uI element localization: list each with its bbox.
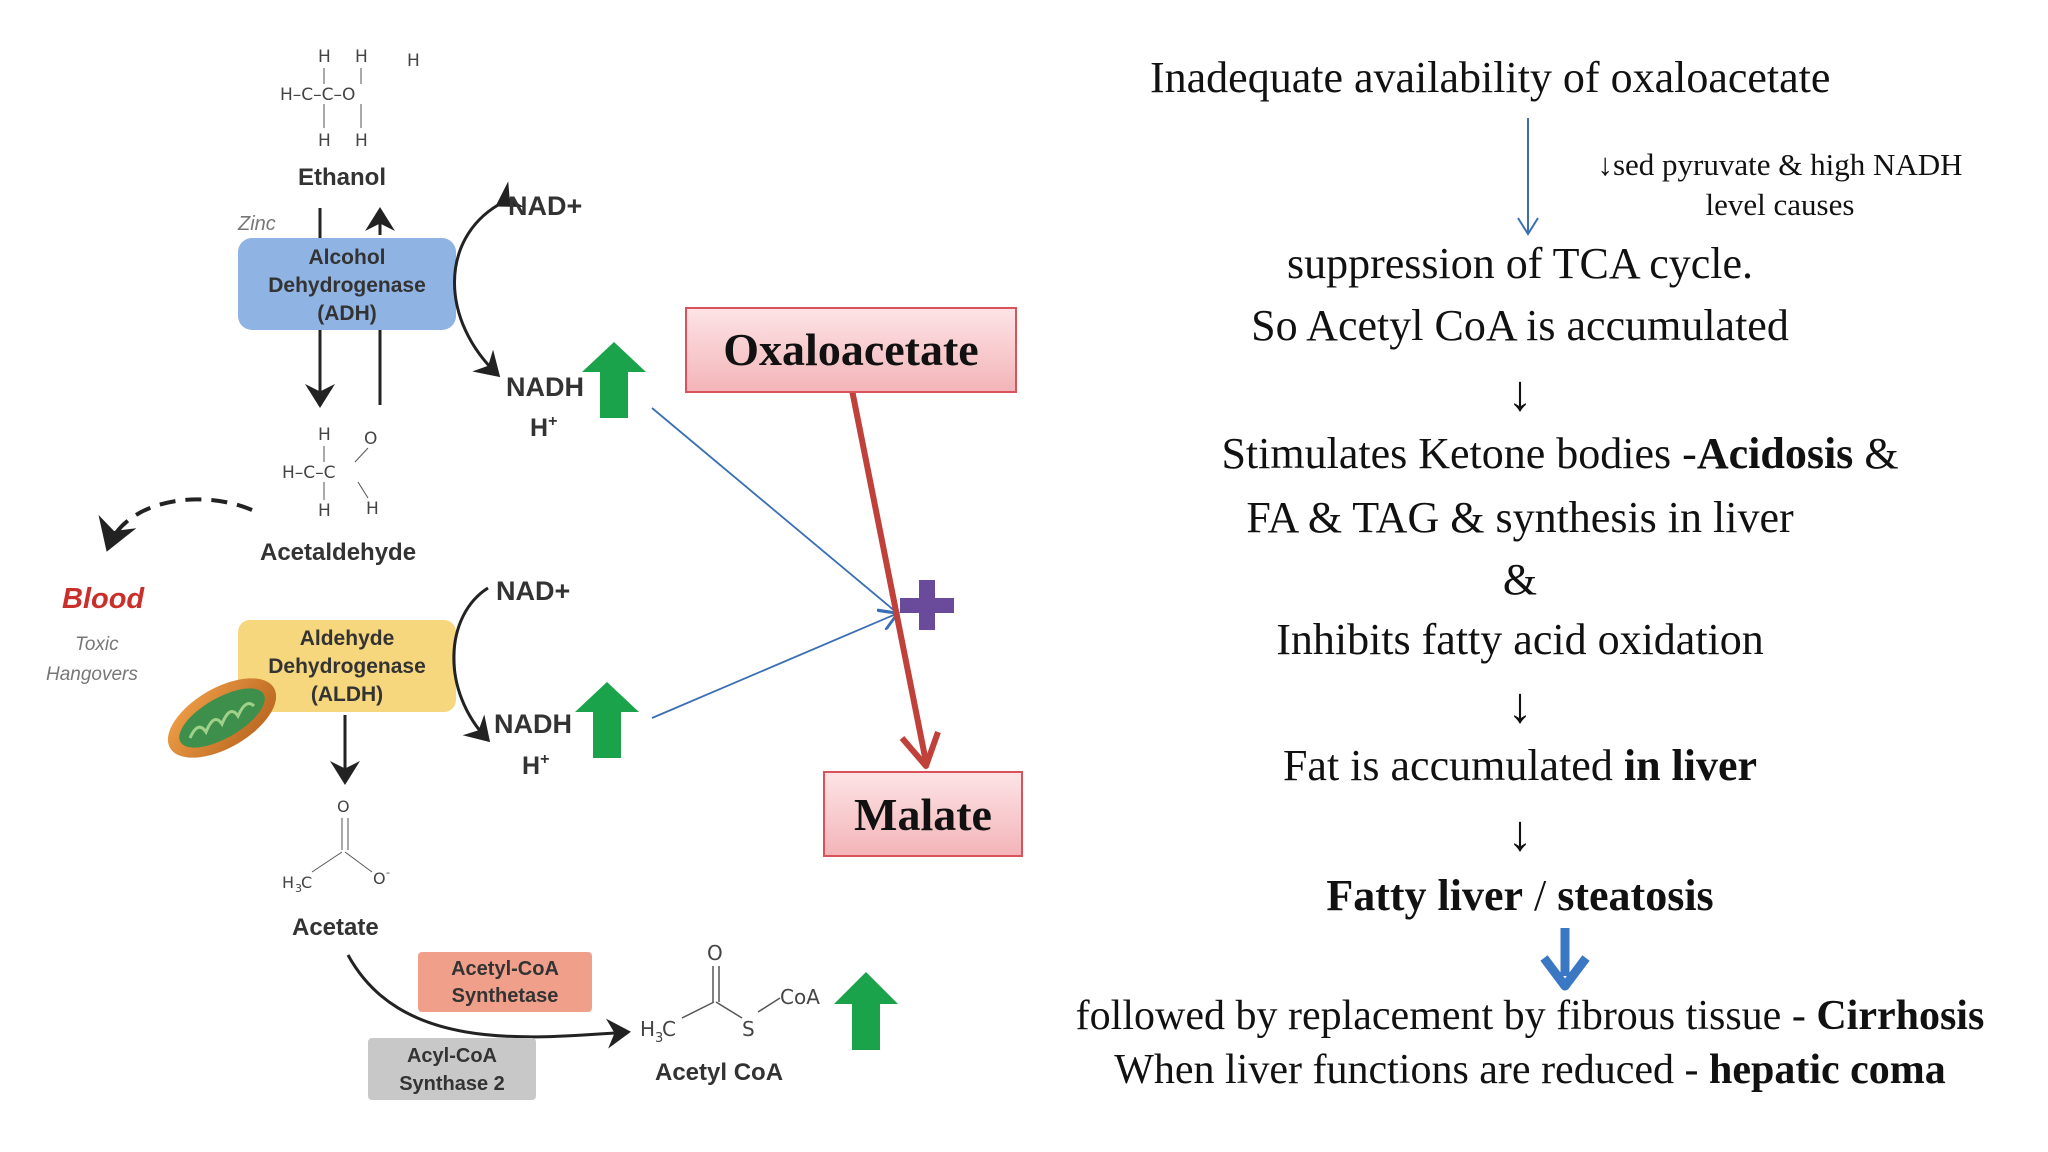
line-inadequate-oxaloacetate: Inadequate availability of oxaloacetate	[1150, 53, 1831, 102]
note-pyruvate: ↓sed pyruvate & high NADH	[1597, 147, 1963, 182]
svg-text:-: -	[386, 866, 390, 879]
aldh-box	[238, 620, 456, 712]
up-arrow-icon	[834, 972, 898, 1050]
h-plus-1: H+	[530, 413, 557, 442]
nadh-to-plus-line-1	[651, 407, 896, 612]
svg-text:S: S	[742, 1017, 755, 1041]
svg-text:O: O	[707, 941, 723, 965]
nadh-2: NADH	[494, 709, 572, 739]
svg-text:H–C–C–O: H–C–C–O	[280, 85, 355, 105]
svg-text:H: H	[318, 501, 331, 521]
down-arrow-2: ↓	[1507, 677, 1533, 733]
toxic-label: Toxic	[75, 634, 119, 655]
line-acetyl-coa-accumulated: So Acetyl CoA is accumulated	[1251, 301, 1789, 350]
svg-text:C: C	[301, 873, 312, 892]
svg-text:H: H	[282, 873, 294, 892]
note-level-causes: level causes	[1705, 187, 1855, 222]
acetate-to-acetylcoa-arrow	[346, 954, 631, 1049]
down-arrow-3: ↓	[1507, 805, 1533, 861]
svg-text:O: O	[364, 429, 377, 449]
zinc-label: Zinc	[237, 213, 276, 235]
malate-box	[823, 771, 1023, 857]
line-hepatic-coma: When liver functions are reduced - hepat…	[1114, 1047, 1946, 1093]
red-arrowhead	[899, 731, 941, 769]
nad-curve-1	[453, 181, 524, 378]
nad-curve-2	[452, 586, 491, 743]
acetate-label: Acetate	[292, 914, 379, 941]
svg-text:H: H	[318, 131, 331, 151]
nad-plus-1: NAD+	[508, 191, 582, 221]
right-thin-arrowhead	[1517, 217, 1539, 236]
line-cirrhosis: followed by replacement by fibrous tissu…	[1075, 993, 1985, 1039]
svg-text:H: H	[366, 499, 379, 519]
svg-text:H: H	[407, 51, 420, 71]
malate-label: Malate	[854, 789, 992, 840]
up-arrow-icon	[582, 342, 646, 418]
nadh-1: NADH	[506, 372, 584, 402]
nadh-to-plus-line-2	[651, 614, 896, 719]
acetaldehyde-label: Acetaldehyde	[260, 539, 416, 566]
ethanol-structure: H–C–C–O H H H H H	[280, 47, 420, 151]
adh-box	[238, 238, 456, 330]
down-arrow-1: ↓	[1507, 365, 1533, 421]
line-fat-accumulated: Fat is accumulated in liver	[1282, 741, 1758, 790]
svg-text:C: C	[662, 1017, 676, 1041]
aldh-line1: Aldehyde	[300, 627, 395, 650]
svg-text:H: H	[640, 1017, 655, 1041]
down-arrow-icon	[1540, 928, 1590, 991]
svg-text:3: 3	[655, 1031, 663, 1046]
up-arrow-icon	[575, 682, 639, 758]
acs-line1: Acetyl-CoA	[451, 958, 559, 980]
line-fa-tag: FA & TAG & synthesis in liver	[1246, 493, 1794, 542]
acetyl-coa-label: Acetyl CoA	[655, 1059, 783, 1086]
svg-text:O: O	[373, 869, 386, 888]
acyl-line1: Acyl-CoA	[407, 1045, 497, 1067]
oxaloacetate-label: Oxaloacetate	[723, 324, 978, 375]
oxaloacetate-to-malate-arrow	[849, 389, 929, 763]
aldh-line3: (ALDH)	[311, 683, 383, 706]
svg-text:H: H	[318, 425, 331, 445]
svg-text:H: H	[318, 47, 331, 67]
hangovers-label: Hangovers	[46, 664, 138, 685]
acyl-box	[368, 1038, 536, 1100]
svg-text:H–C–C: H–C–C	[282, 463, 336, 483]
acyl-line2: Synthase 2	[399, 1073, 505, 1095]
line-ampersand: &	[1502, 555, 1538, 604]
blood-label: Blood	[62, 583, 145, 615]
h-plus-2: H+	[522, 751, 549, 780]
oxaloacetate-box	[685, 307, 1017, 393]
svg-text:O: O	[337, 797, 350, 816]
acs-line2: Synthetase	[452, 985, 559, 1007]
adh-line1: Alcohol	[309, 246, 386, 269]
svg-text:H: H	[355, 47, 368, 67]
acs-box	[418, 952, 592, 1012]
svg-text:CoA: CoA	[780, 985, 820, 1009]
acetaldehyde-structure: H H–C–C H H O	[282, 425, 379, 521]
adh-line3: (ADH)	[317, 302, 376, 325]
nad-plus-2: NAD+	[496, 576, 570, 606]
mitochondrion-icon	[167, 678, 277, 758]
adh-line2: Dehydrogenase	[268, 274, 426, 297]
svg-text:3: 3	[295, 882, 302, 895]
ethanol-label: Ethanol	[298, 164, 386, 191]
line-suppression-tca: suppression of TCA cycle.	[1286, 239, 1754, 288]
blood-dashed-arrow	[98, 497, 253, 552]
aldh-line2: Dehydrogenase	[268, 655, 426, 678]
line-inhibits-fatty-acid: Inhibits fatty acid oxidation	[1276, 615, 1764, 664]
line-fatty-liver: Fatty liver / steatosis	[1326, 871, 1714, 920]
svg-text:H: H	[355, 131, 368, 151]
line-ketone-bodies: Stimulates Ketone bodies -Acidosis &	[1221, 429, 1899, 478]
plus-icon	[900, 580, 954, 630]
